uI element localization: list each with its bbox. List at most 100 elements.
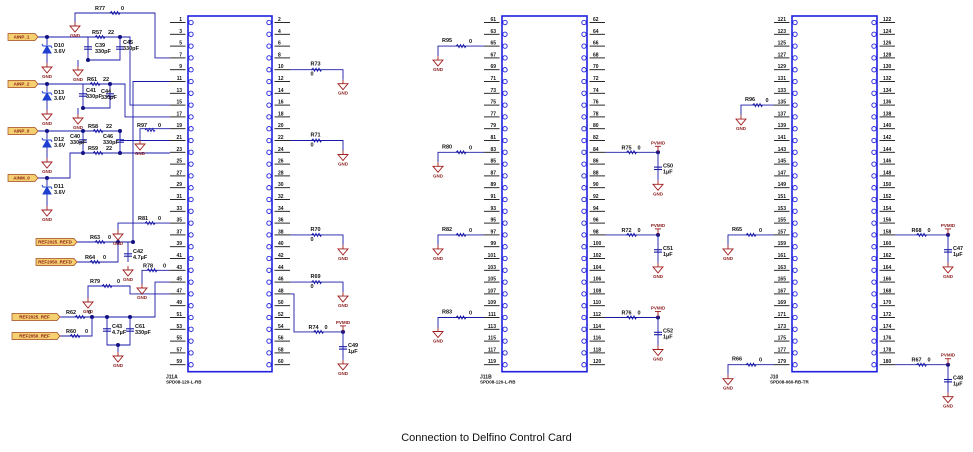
pin-contact: [266, 78, 272, 85]
pin-contact: [871, 185, 877, 191]
pin-number: 167: [778, 288, 787, 294]
wire: [290, 281, 344, 293]
resistor-icon: [313, 329, 324, 335]
pin-number: 43: [176, 265, 182, 271]
resistor-value: 0: [759, 358, 762, 364]
pin-contact: [581, 208, 587, 214]
pin-contact: [792, 350, 798, 356]
pin-number: 172: [883, 312, 892, 318]
pin-contact: [188, 102, 194, 108]
ground-symbol: GND: [136, 284, 148, 300]
resistor-value: 0: [85, 329, 88, 335]
pin-number: 65: [490, 41, 496, 47]
pin-contact: [502, 78, 508, 85]
pin-contact: [581, 173, 587, 179]
pin-number: 98: [593, 229, 599, 235]
pin-contact: [871, 326, 877, 332]
pin-number: 139: [778, 123, 787, 129]
resistor-icon: [311, 67, 322, 73]
power-symbol: PVMID: [941, 353, 956, 365]
ground-symbol: GND: [69, 22, 81, 38]
pin-contact: [871, 149, 877, 155]
wire: [437, 45, 484, 57]
pin-contact: [871, 67, 877, 73]
resistor-icon: [626, 232, 637, 238]
ground-icon: [72, 69, 84, 77]
wire: [727, 364, 774, 375]
resistor-ref: R73: [311, 62, 321, 68]
pin-contact: [871, 267, 877, 273]
ground-symbol: GND: [337, 292, 349, 308]
pin-number: 137: [778, 111, 787, 117]
pin-contact: [188, 149, 194, 155]
capacitor-ref: C48: [953, 376, 963, 382]
wire: [141, 269, 170, 284]
pin-number: 36: [278, 218, 284, 224]
zener-diode-icon: [42, 185, 52, 195]
pin-number: 144: [883, 147, 892, 153]
ground-symbol: GND: [337, 150, 349, 167]
pin-number: 81: [490, 135, 496, 141]
power-symbol: PVMID: [941, 223, 956, 235]
pin-contact: [581, 362, 587, 368]
wire: [290, 69, 344, 80]
pin-contact: [792, 114, 798, 120]
pin-number: 55: [176, 336, 182, 342]
pin-contact: [266, 255, 272, 262]
pin-number: 100: [593, 241, 602, 247]
net-label: AINP_1: [7, 33, 39, 41]
resistor-value: 0: [638, 145, 641, 151]
pin-contact: [266, 149, 272, 155]
ground-label: GND: [723, 386, 734, 391]
connector-part-number: SPD08-120-L-RB: [166, 380, 202, 385]
ground-label: GND: [433, 339, 444, 344]
diode-ref: D10: [54, 43, 64, 49]
pin-contact: [502, 161, 508, 167]
pin-number: 128: [883, 52, 892, 58]
ground-symbol: GND: [72, 66, 84, 82]
pin-number: 125: [778, 41, 787, 47]
zener-cathode-icon: [41, 43, 53, 49]
ground-label: GND: [653, 191, 664, 196]
ground-symbol: GND: [735, 115, 747, 131]
pin-number: 85: [490, 159, 496, 165]
pin-contact: [266, 114, 272, 120]
pin-contact: [871, 55, 877, 61]
pin-contact: [581, 161, 587, 167]
net-label-flag: [35, 238, 78, 246]
resistor-icon: [144, 220, 156, 226]
ground-symbol: GND: [432, 56, 444, 72]
ground-symbol: GND: [134, 140, 146, 156]
net-label-text: AINP_0: [14, 129, 30, 134]
pin-contact: [792, 232, 798, 238]
capacitor-value: 1µF: [663, 169, 673, 175]
pin-contact: [792, 90, 798, 96]
resistor-icon: [69, 333, 81, 339]
pin-contact: [502, 31, 508, 37]
ground-icon: [735, 118, 747, 126]
resistor-value: 0: [158, 123, 161, 129]
pin-number: 159: [778, 241, 787, 247]
capacitor-ref: C47: [953, 246, 963, 252]
pin-contact: [266, 90, 272, 96]
wire: [38, 83, 170, 118]
pin-number: 179: [778, 359, 787, 365]
resistor-icon: [146, 267, 158, 273]
resistor-ref: R79: [90, 279, 100, 285]
net-label-text: AINP_2: [14, 82, 30, 87]
pin-contact: [871, 255, 877, 262]
pin-number: 66: [593, 41, 599, 47]
pin-number: 77: [490, 111, 496, 117]
pin-number: 170: [883, 300, 892, 306]
pin-number: 118: [593, 347, 601, 353]
